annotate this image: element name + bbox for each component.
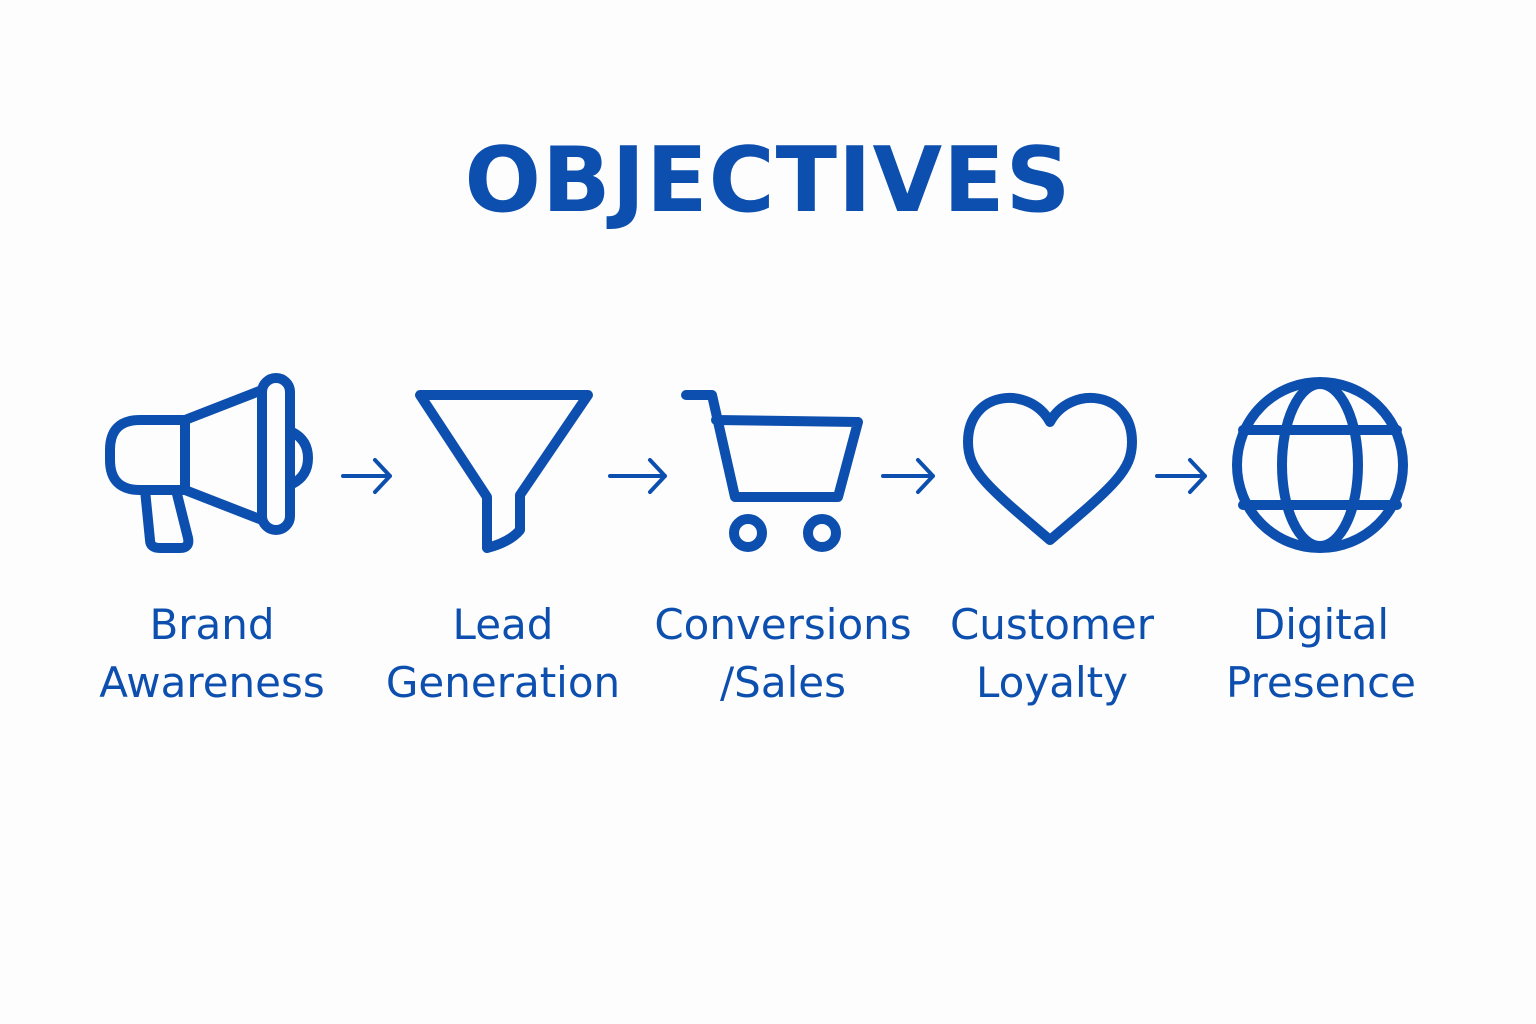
label-line: Generation bbox=[385, 658, 621, 707]
arrow-right-icon bbox=[341, 458, 392, 494]
label-line: Awareness bbox=[99, 658, 325, 707]
megaphone-icon bbox=[105, 373, 313, 553]
arrow-right-icon bbox=[1155, 458, 1207, 494]
step-label-customer-loyalty: Customer Loyalty bbox=[902, 596, 1202, 712]
funnel-icon bbox=[415, 390, 593, 553]
step-label-brand-awareness: Brand Awareness bbox=[62, 596, 362, 712]
heart-icon bbox=[963, 393, 1137, 545]
step-label-lead-generation: Lead Generation bbox=[353, 596, 653, 712]
label-line: Presence bbox=[1225, 658, 1417, 707]
shopping-cart-icon bbox=[681, 390, 863, 552]
label-line: /Sales bbox=[720, 658, 846, 707]
label-line: Customer bbox=[949, 600, 1154, 649]
label-line: Brand bbox=[149, 600, 275, 649]
label-line: Loyalty bbox=[976, 658, 1128, 707]
step-label-conversions-sales: Conversions /Sales bbox=[633, 596, 933, 712]
arrow-right-icon bbox=[608, 458, 667, 494]
page-title: OBJECTIVES bbox=[464, 128, 1072, 233]
globe-icon bbox=[1232, 377, 1408, 553]
arrow-right-icon bbox=[881, 458, 935, 494]
label-line: Lead bbox=[452, 600, 554, 649]
step-label-digital-presence: Digital Presence bbox=[1171, 596, 1471, 712]
label-line: Digital bbox=[1252, 600, 1390, 649]
label-line: Conversions bbox=[654, 600, 912, 649]
